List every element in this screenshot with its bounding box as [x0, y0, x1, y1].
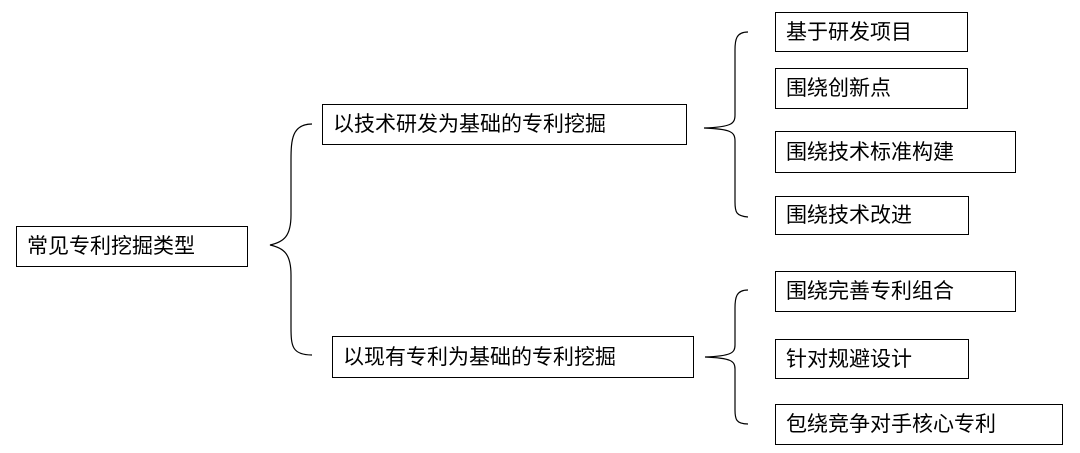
- leaf-node: 围绕完善专利组合: [775, 271, 1016, 312]
- branch-node-existing-patent: 以现有专利为基础的专利挖掘: [332, 336, 694, 378]
- root-node-label: 常见专利挖掘类型: [27, 234, 195, 258]
- root-brace: [269, 123, 313, 356]
- branch-node-label: 以现有专利为基础的专利挖掘: [343, 344, 616, 369]
- root-node: 常见专利挖掘类型: [16, 226, 248, 267]
- leaf-node-label: 围绕技术标准构建: [786, 139, 954, 164]
- branch-1-brace: [703, 31, 749, 218]
- leaf-node-label: 针对规避设计: [786, 346, 912, 371]
- leaf-node-label: 围绕创新点: [786, 76, 891, 100]
- leaf-node: 包绕竞争对手核心专利: [775, 404, 1063, 445]
- leaf-node-label: 包绕竞争对手核心专利: [786, 412, 996, 436]
- leaf-node-label: 围绕技术改进: [786, 203, 912, 227]
- leaf-node: 基于研发项目: [775, 12, 968, 52]
- leaf-node: 围绕技术标准构建: [775, 131, 1016, 173]
- branch-2-brace: [704, 289, 749, 425]
- branch-node-label: 以技术研发为基础的专利挖掘: [333, 112, 606, 136]
- leaf-node: 围绕创新点: [775, 68, 968, 109]
- branch-node-tech-rd: 以技术研发为基础的专利挖掘: [322, 104, 687, 145]
- leaf-node: 围绕技术改进: [775, 196, 969, 235]
- leaf-node-label: 基于研发项目: [786, 19, 912, 44]
- leaf-node-label: 围绕完善专利组合: [786, 279, 954, 303]
- leaf-node: 针对规避设计: [775, 339, 969, 379]
